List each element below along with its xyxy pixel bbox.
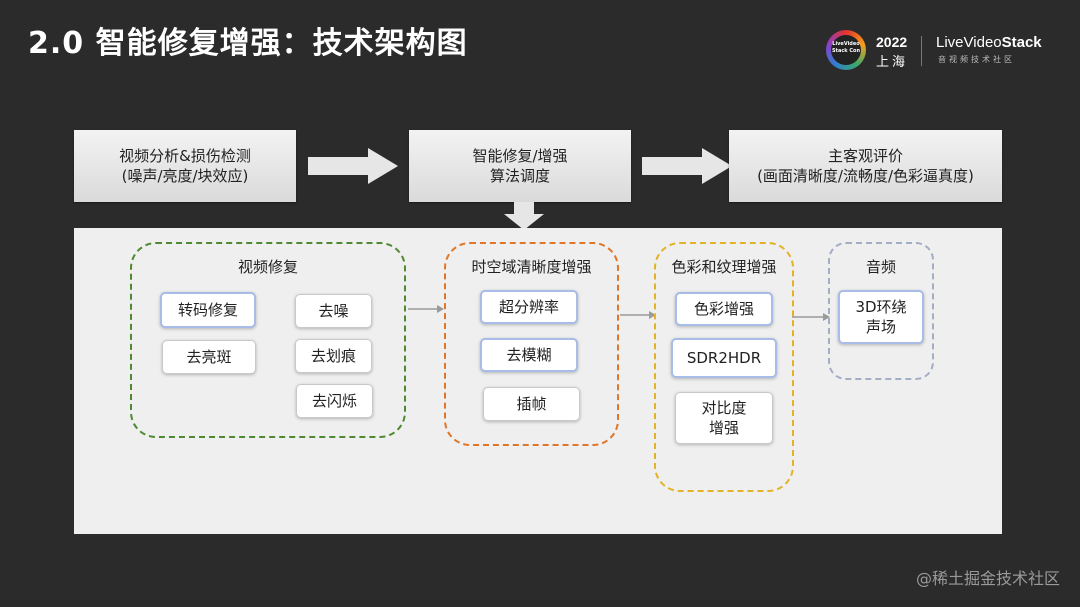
group-clarity bbox=[444, 242, 619, 446]
logo-city: 上海 bbox=[876, 55, 909, 70]
item-remove-scratches: 去划痕 bbox=[295, 339, 372, 373]
brand-stack: Stack bbox=[1001, 34, 1042, 51]
item-remove-bright-spots: 去亮斑 bbox=[162, 340, 256, 374]
item-transcode-repair: 转码修复 bbox=[160, 292, 256, 328]
watermark: @稀土掘金技术社区 bbox=[915, 569, 1060, 588]
brand-name: LiveVideoStack bbox=[936, 34, 1042, 51]
conference-badge-icon: LiveVideo Stack Con bbox=[826, 30, 866, 70]
analysis-box-line1: 视频分析&损伤检测 bbox=[119, 147, 251, 165]
page-title: 2.0 智能修复增强：技术架构图 bbox=[28, 26, 468, 61]
item-contrast-line2: 增强 bbox=[708, 419, 739, 437]
item-3d-surround: 3D环绕 声场 bbox=[838, 290, 924, 344]
item-contrast-enhance: 对比度 增强 bbox=[675, 392, 773, 444]
item-3d-line1: 3D环绕 bbox=[855, 298, 907, 316]
connector-arrow-icon bbox=[408, 305, 444, 313]
group-video-repair-title: 视频修复 bbox=[237, 258, 298, 276]
badge-text: LiveVideo Stack Con bbox=[831, 35, 861, 65]
group-clarity-title: 时空域清晰度增强 bbox=[471, 258, 592, 276]
analysis-box-line2: (噪声/亮度/块效应) bbox=[121, 167, 249, 185]
arrow-down-icon bbox=[504, 202, 544, 230]
item-3d-line2: 声场 bbox=[865, 318, 896, 336]
event-logo: LiveVideo Stack Con 2022 上海 LiveVideoSta… bbox=[826, 30, 1066, 74]
logo-divider bbox=[921, 36, 922, 66]
brand-subtitle: 音视频技术社区 bbox=[938, 55, 1015, 64]
item-super-resolution: 超分辨率 bbox=[480, 290, 578, 324]
scheduling-box-line1: 智能修复/增强 bbox=[472, 147, 568, 165]
item-remove-flicker: 去闪烁 bbox=[296, 384, 373, 418]
item-frame-interpolation: 插帧 bbox=[483, 387, 580, 421]
evaluation-box: 主客观评价 (画面清晰度/流畅度/色彩逼真度) bbox=[729, 130, 1002, 202]
arrow-right-icon bbox=[642, 148, 732, 184]
algorithm-panel: 视频修复 转码修复 去亮斑 去噪 去划痕 去闪烁 时空域清晰度增强 超分辨率 去… bbox=[74, 228, 1002, 534]
scheduling-box: 智能修复/增强 算法调度 bbox=[409, 130, 631, 202]
item-contrast-line1: 对比度 bbox=[701, 399, 747, 417]
scheduling-box-line2: 算法调度 bbox=[489, 167, 550, 185]
item-denoise: 去噪 bbox=[295, 294, 372, 328]
group-video-repair bbox=[130, 242, 406, 438]
item-deblur: 去模糊 bbox=[480, 338, 578, 372]
logo-year: 2022 bbox=[876, 34, 908, 50]
brand-video: Video bbox=[963, 34, 1002, 51]
arrow-right-icon bbox=[308, 148, 398, 184]
evaluation-box-line1: 主客观评价 bbox=[827, 147, 903, 165]
group-audio-title: 音频 bbox=[865, 258, 896, 276]
group-color-texture bbox=[654, 242, 794, 492]
group-color-texture-title: 色彩和纹理增强 bbox=[671, 258, 777, 276]
group-audio bbox=[828, 242, 934, 380]
analysis-box: 视频分析&损伤检测 (噪声/亮度/块效应) bbox=[74, 130, 296, 202]
connector-arrow-icon bbox=[792, 313, 830, 321]
brand-prefix: Live bbox=[936, 34, 964, 51]
item-sdr2hdr: SDR2HDR bbox=[671, 338, 777, 378]
evaluation-box-line2: (画面清晰度/流畅度/色彩逼真度) bbox=[757, 167, 974, 185]
item-color-enhance: 色彩增强 bbox=[675, 292, 773, 326]
connector-arrow-icon bbox=[620, 311, 656, 319]
